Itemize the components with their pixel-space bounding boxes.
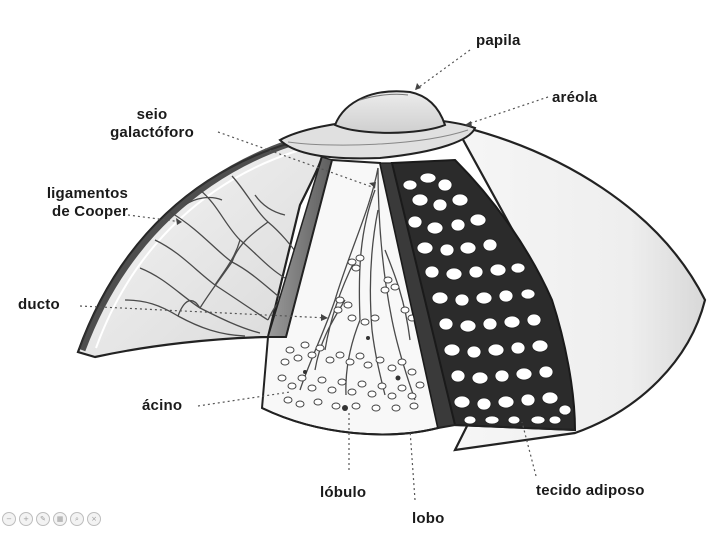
label-acino: ácino: [142, 397, 183, 414]
label-ducto: ducto: [18, 296, 60, 313]
cancel-icon[interactable]: ×: [87, 512, 101, 526]
label-ligamentos-line2: de Cooper: [52, 203, 128, 220]
label-ligamentos-de-cooper: ligamentos de Cooper: [8, 185, 128, 221]
cooper-ligaments: [124, 175, 301, 337]
search-icon[interactable]: ⌕: [70, 512, 84, 526]
label-seio-galactoforo: seio galactóforo: [82, 106, 222, 142]
label-lobulo: lóbulo: [320, 484, 367, 501]
pen-icon[interactable]: ✎: [36, 512, 50, 526]
grid-icon[interactable]: ▦: [53, 512, 67, 526]
viewer-toolbar: − + ✎ ▦ ⌕ ×: [2, 512, 101, 528]
label-ligamentos-line1: ligamentos: [46, 185, 128, 202]
lobule-dark-dots: [303, 336, 401, 411]
label-tecido-adiposo: tecido adiposo: [536, 482, 645, 499]
duct-tree: [299, 167, 416, 401]
left-panel-rim-inner: [95, 149, 301, 349]
label-seio-line2: galactóforo: [110, 124, 194, 141]
base-rim: [261, 407, 576, 436]
leader-arrowheads: [176, 83, 472, 321]
label-lobo: lobo: [412, 510, 445, 527]
zoom-in-icon[interactable]: +: [19, 512, 33, 526]
label-seio-line1: seio: [136, 106, 168, 123]
leader-lines: [79, 49, 549, 501]
label-areola: aréola: [552, 89, 598, 106]
nipple: [333, 90, 447, 134]
left-panel-rim: [78, 139, 292, 352]
zoom-out-icon[interactable]: −: [2, 512, 16, 526]
label-papila: papila: [476, 32, 521, 49]
adipose-cells: [402, 172, 572, 425]
acini-clusters: [277, 254, 425, 412]
